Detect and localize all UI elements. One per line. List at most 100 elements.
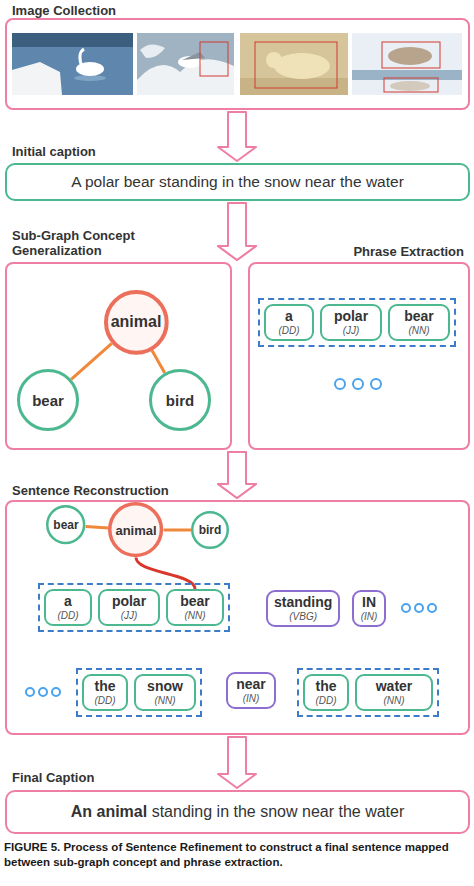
concept-node: bird (149, 369, 211, 431)
heading-slot: Image Collection (12, 3, 116, 18)
word-box: water(NN) (355, 674, 433, 711)
concept-link (86, 526, 109, 528)
photo-seal (352, 33, 462, 95)
token-text: (NN) (408, 325, 429, 337)
word-box: polar(JJ) (98, 589, 160, 626)
token-text: (JJ) (121, 610, 138, 622)
concept-link (164, 529, 191, 532)
caption-text: A polar bear standing in the snow near t… (71, 173, 404, 191)
circle-shape (192, 512, 228, 548)
figure-caption: FIGURE 5. Process of Sentence Refinement… (4, 840, 470, 870)
caption-box: Final CaptionAn animalstanding in the sn… (5, 790, 470, 834)
token-text: (DD) (94, 695, 115, 707)
token-text: snow (147, 678, 183, 695)
token-text: (NN) (154, 695, 175, 707)
concept-node: animal (108, 502, 163, 557)
token-text: (VBG) (289, 611, 317, 623)
token-text: standing (274, 594, 332, 611)
word-box: IN(IN) (352, 590, 386, 627)
circle-shape (106, 292, 167, 353)
photo-gull (137, 33, 234, 95)
word-box: snow(NN) (134, 674, 196, 711)
concept-node: animal (104, 290, 169, 355)
token-text: (DD) (278, 325, 299, 337)
token-text: near (236, 676, 266, 693)
flow-arrow (218, 452, 256, 498)
word-box: bear(NN) (166, 589, 224, 626)
concept-node: bird (191, 511, 229, 549)
circle-shape (19, 371, 78, 430)
token-text: (NN) (383, 695, 404, 707)
heading-slot: Sub-Graph Concept Generalization (12, 228, 212, 258)
token-text: bear (404, 308, 434, 325)
concept-text: bird (199, 523, 222, 537)
word-box: polar(JJ) (320, 304, 382, 341)
stage-panel: animalbearbirdSub-Graph Concept Generali… (5, 262, 232, 450)
concept-link (71, 343, 112, 379)
flow-arrow (218, 203, 256, 260)
circle-shape (110, 504, 162, 556)
word-box: the(DD) (303, 674, 349, 711)
stage-heading: Phrase Extraction (353, 244, 464, 259)
token-text: a (64, 593, 72, 610)
token-text: bear (180, 593, 210, 610)
phrase-group: a(DD)polar(JJ)bear(NN) (258, 298, 456, 347)
caption-text: An animal (71, 803, 147, 821)
heading-slot: Initial caption (12, 144, 96, 159)
word-box: standing(VBG) (266, 590, 340, 627)
word-box: a(DD) (264, 304, 314, 341)
circle-shape (151, 371, 210, 430)
concept-text: animal (115, 523, 156, 538)
caption-box: Initial captionA polar bear standing in … (5, 163, 470, 201)
phrase-group: the(DD)water(NN) (297, 668, 439, 717)
flow-arrow (218, 203, 256, 260)
stage-panel: a(DD)polar(JJ)bear(NN)Phrase Extraction (248, 262, 470, 450)
token-text: (DD) (315, 695, 336, 707)
token-text: (JJ) (343, 325, 360, 337)
concept-text: bird (166, 392, 194, 409)
concept-node: bear (17, 369, 79, 431)
caption-text: standing in the snow near the water (152, 803, 405, 821)
token-text: (DD) (57, 610, 78, 622)
token-text: polar (112, 593, 146, 610)
concept-node: bear (46, 505, 85, 544)
photo-bear (240, 33, 348, 95)
circle-shape (48, 507, 85, 544)
stage-heading: Image Collection (12, 3, 116, 18)
word-box: the(DD) (82, 674, 128, 711)
token-text: IN (362, 594, 376, 611)
phrase-group: a(DD)polar(JJ)bear(NN) (38, 583, 230, 632)
token-text: a (285, 308, 293, 325)
token-text: (IN) (243, 693, 260, 705)
concept-link (152, 350, 165, 373)
stage-heading: Final Caption (12, 770, 94, 785)
token-text: (NN) (184, 610, 205, 622)
token-text: polar (334, 308, 368, 325)
token-text: the (316, 678, 337, 695)
word-box: bear(NN) (388, 304, 450, 341)
concept-text: bear (32, 392, 64, 409)
flow-arrow (218, 737, 256, 788)
heading-slot: Sentence Reconstruction (12, 483, 169, 498)
caption-row: An animal standing in the snow near the w… (71, 803, 405, 821)
stage-heading: Sub-Graph Concept Generalization (12, 228, 212, 258)
token-text: (IN) (361, 611, 378, 623)
photo-swan (12, 33, 133, 95)
concept-text: animal (111, 313, 162, 331)
word-box: a(DD) (44, 589, 92, 626)
stage-heading: Initial caption (12, 144, 96, 159)
flow-arrow (218, 452, 256, 498)
heading-slot: Final Caption (12, 770, 94, 785)
concept-text: bear (53, 518, 78, 532)
stage-heading: Sentence Reconstruction (12, 483, 169, 498)
stage-panel: Image Collection (5, 18, 470, 110)
stage-panel: bearanimalbirda(DD)polar(JJ)bear(NN)stan… (5, 500, 470, 735)
token-text: the (95, 678, 116, 695)
flow-arrow (218, 112, 256, 161)
token-text: water (376, 678, 413, 695)
word-box: near(IN) (226, 672, 276, 709)
heading-slot: Phrase Extraction (353, 244, 464, 259)
phrase-group: the(DD)snow(NN) (76, 668, 202, 717)
